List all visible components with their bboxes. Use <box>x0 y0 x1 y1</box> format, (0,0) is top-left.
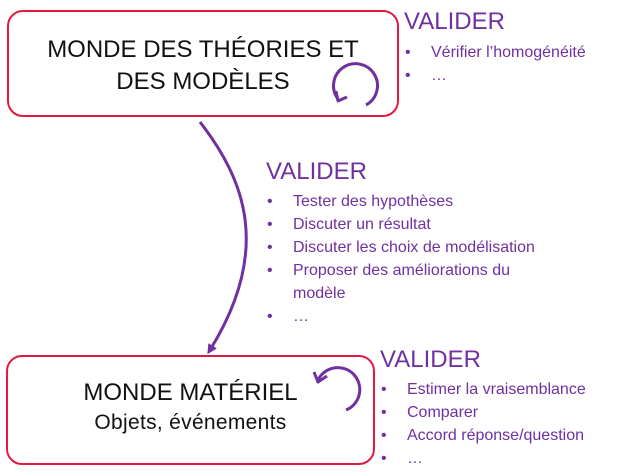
valider-middle-block: VALIDER •Tester des hypothèses •Discuter… <box>266 158 586 328</box>
valider-top-heading: VALIDER <box>404 8 505 35</box>
list-item: •Proposer des améliorations du modèle <box>266 259 553 305</box>
curved-arrow-icon <box>198 121 248 355</box>
cycle-arrow-icon <box>332 62 379 107</box>
material-box-subtitle: Objets, événements <box>94 411 287 434</box>
valider-bottom-block: VALIDER •Estimer la vraisemblance •Compa… <box>380 346 586 470</box>
valider-top-list: •Vérifier l’homogénéité •… <box>404 41 586 87</box>
bullet-icon: • <box>267 262 273 279</box>
valider-middle-list: •Tester des hypothèses •Discuter un résu… <box>266 190 586 328</box>
list-item: •Discuter les choix de modélisation <box>266 236 586 259</box>
list-item: •Tester des hypothèses <box>266 190 586 213</box>
list-item: •Discuter un résultat <box>266 213 586 236</box>
valider-bottom-heading: VALIDER <box>380 346 481 373</box>
valider-bottom-list: •Estimer la vraisemblance •Comparer •Acc… <box>380 378 586 470</box>
material-box-title: MONDE MATÉRIEL <box>83 379 298 406</box>
bullet-icon: • <box>267 308 273 325</box>
theories-box-title: MONDE DES THÉORIES ET DES MODÈLES <box>47 36 359 95</box>
list-item: •… <box>266 305 586 328</box>
bullet-icon: • <box>267 216 273 233</box>
bullet-icon: • <box>381 381 387 398</box>
list-item: •Accord réponse/question <box>380 424 586 447</box>
bullet-icon: • <box>267 193 273 210</box>
bullet-icon: • <box>405 44 411 61</box>
list-item: •Comparer <box>380 401 586 424</box>
bullet-icon: • <box>381 404 387 421</box>
list-item: •Vérifier l’homogénéité <box>404 41 586 64</box>
list-item: •… <box>380 447 586 470</box>
list-item: •Estimer la vraisemblance <box>380 378 586 401</box>
valider-middle-heading: VALIDER <box>266 158 367 185</box>
bullet-icon: • <box>381 427 387 444</box>
cycle-arrow-icon <box>312 366 362 412</box>
valider-top-block: VALIDER •Vérifier l’homogénéité •… <box>404 8 586 87</box>
list-item: •… <box>404 64 586 87</box>
theories-models-box: MONDE DES THÉORIES ET DES MODÈLES <box>7 10 399 117</box>
bullet-icon: • <box>267 239 273 256</box>
bullet-icon: • <box>405 67 411 84</box>
bullet-icon: • <box>381 450 387 467</box>
